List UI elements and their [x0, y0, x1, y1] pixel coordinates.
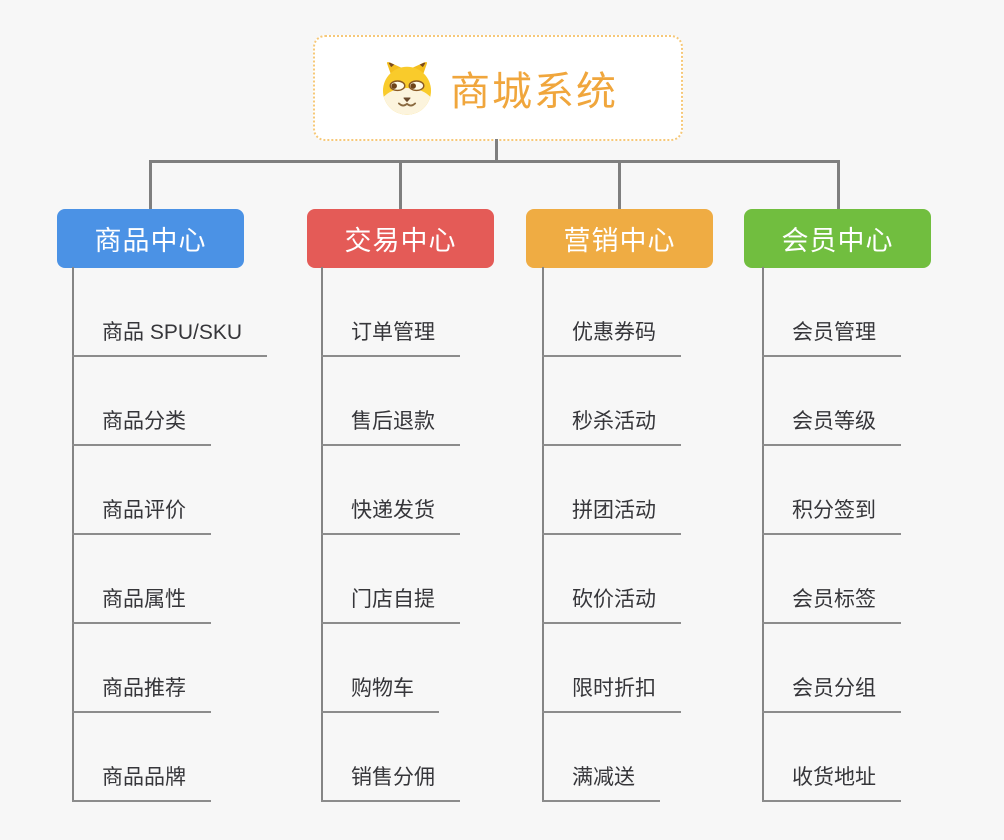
root-node[interactable]: 商城系统: [313, 35, 683, 141]
root-title: 商城系统: [450, 70, 618, 114]
leaf-node[interactable]: 销售分佣: [321, 761, 460, 802]
connector-drop-branch-2: [618, 160, 621, 210]
leaf-node[interactable]: 秒杀活动: [542, 405, 681, 446]
leaf-node[interactable]: 商品评价: [72, 494, 211, 535]
leaf-node[interactable]: 会员等级: [762, 405, 901, 446]
leaf-node[interactable]: 限时折扣: [542, 672, 681, 713]
branch-node-trade-center[interactable]: 交易中心: [307, 209, 494, 268]
connector-drop-branch-1: [399, 160, 402, 210]
leaf-node[interactable]: 优惠券码: [542, 316, 681, 357]
leaf-node[interactable]: 快递发货: [321, 494, 460, 535]
branch-node-product-center[interactable]: 商品中心: [57, 209, 244, 268]
leaf-node[interactable]: 门店自提: [321, 583, 460, 624]
leaf-node[interactable]: 会员管理: [762, 316, 901, 357]
connector-horizontal-bar: [149, 160, 840, 163]
leaf-node[interactable]: 满减送: [542, 761, 660, 802]
leaf-node[interactable]: 砍价活动: [542, 583, 681, 624]
leaf-node[interactable]: 商品属性: [72, 583, 211, 624]
leaf-node[interactable]: 会员标签: [762, 583, 901, 624]
leaf-node[interactable]: 购物车: [321, 672, 439, 713]
leaf-node[interactable]: 售后退款: [321, 405, 460, 446]
leaf-node[interactable]: 会员分组: [762, 672, 901, 713]
leaf-node[interactable]: 积分签到: [762, 494, 901, 535]
leaf-node[interactable]: 商品 SPU/SKU: [72, 316, 268, 357]
branch-node-member-center[interactable]: 会员中心: [744, 209, 931, 268]
leaf-node[interactable]: 商品分类: [72, 405, 211, 446]
connector-drop-branch-0: [149, 160, 152, 210]
connector-root-stem: [495, 139, 498, 162]
connector-drop-branch-3: [837, 160, 840, 210]
leaf-node[interactable]: 订单管理: [321, 316, 460, 357]
shiba-dog-icon: [378, 59, 436, 117]
leaf-node[interactable]: 拼团活动: [542, 494, 681, 535]
leaf-node[interactable]: 商品推荐: [72, 672, 211, 713]
leaf-node[interactable]: 商品品牌: [72, 761, 211, 802]
branch-node-marketing-center[interactable]: 营销中心: [526, 209, 713, 268]
leaf-node[interactable]: 收货地址: [762, 761, 901, 802]
